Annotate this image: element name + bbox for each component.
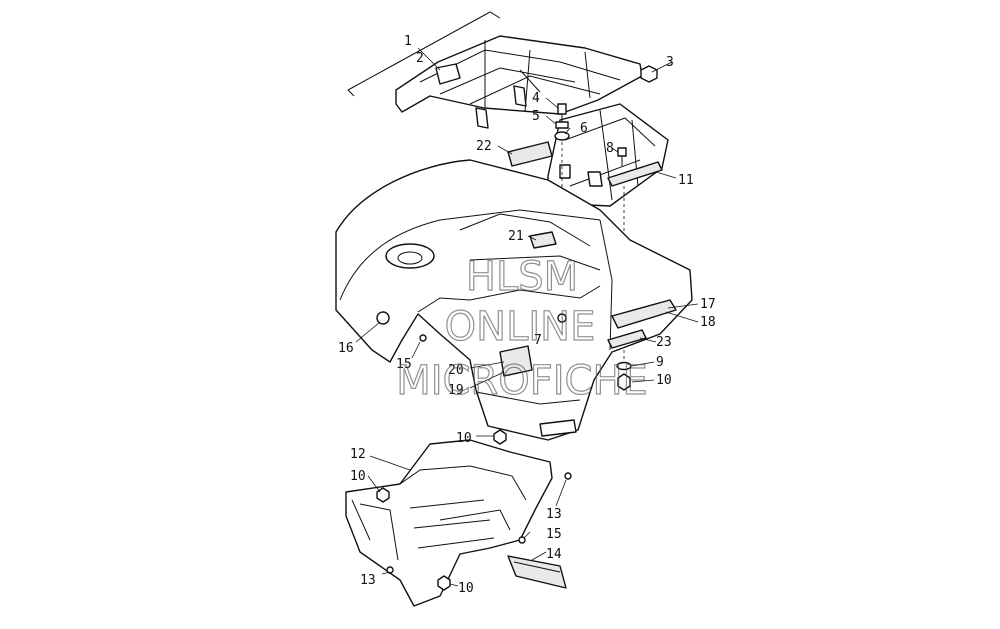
callout-10-fender: 10 — [656, 373, 672, 388]
footrest — [507, 536, 567, 589]
callout-labels: 1 2 3 4 5 6 8 11 22 21 17 18 7 23 9 10 1… — [338, 34, 716, 596]
watermark: HLSM ONLINE MICROFICHE — [396, 253, 649, 404]
callout-17: 17 — [700, 297, 716, 312]
callout-13-right: 13 — [546, 507, 562, 522]
callout-15-fender: 15 — [396, 357, 412, 372]
callout-10-center: 10 — [456, 431, 472, 446]
callout-18: 18 — [700, 315, 716, 330]
assembly-bracket — [347, 11, 501, 97]
callout-16: 16 — [338, 341, 354, 356]
callout-15-footrest: 15 — [546, 527, 562, 542]
watermark-line-2: ONLINE — [445, 304, 596, 350]
callout-5: 5 — [532, 109, 540, 124]
rear-rack — [395, 35, 669, 207]
callout-6: 6 — [580, 121, 588, 136]
callout-11: 11 — [678, 173, 694, 188]
callout-12: 12 — [350, 447, 366, 462]
hardware-items — [435, 63, 663, 360]
callout-8: 8 — [606, 141, 614, 156]
leader-lines — [355, 47, 699, 587]
callout-21: 21 — [508, 229, 524, 244]
callout-10-footwell: 10 — [350, 469, 366, 484]
callout-20: 20 — [448, 363, 464, 378]
callout-10-bottom: 10 — [458, 581, 474, 596]
callout-1: 1 — [404, 34, 412, 49]
callout-2: 2 — [416, 51, 424, 66]
callout-13-left: 13 — [360, 573, 376, 588]
watermark-line-3: MICROFICHE — [396, 358, 648, 404]
callout-22: 22 — [476, 139, 492, 154]
callout-7: 7 — [534, 333, 542, 348]
callout-23: 23 — [656, 335, 672, 350]
watermark-line-1: HLSM — [466, 254, 578, 300]
callout-19: 19 — [448, 383, 464, 398]
callout-9: 9 — [656, 355, 664, 370]
callout-14: 14 — [546, 547, 562, 562]
callout-4: 4 — [532, 91, 540, 106]
rear-fender — [335, 159, 693, 441]
callout-3: 3 — [666, 55, 674, 70]
